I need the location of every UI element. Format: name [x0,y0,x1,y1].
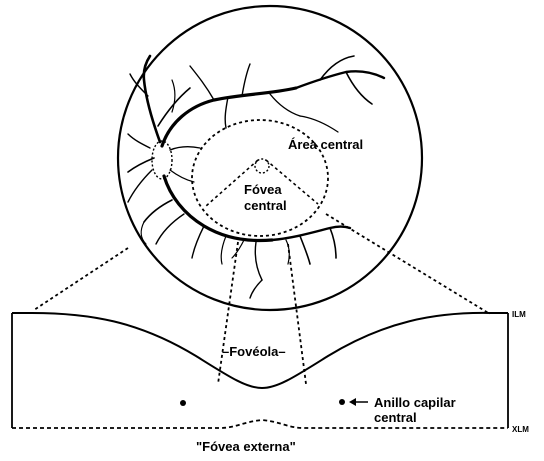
fundus-outline [118,6,422,310]
foveola-label: –Fovéola– [222,344,286,359]
projection-line-center-right [288,244,306,384]
capillary-dot-left [180,400,186,406]
ring-arrow-head [349,398,356,406]
retina-cross-section [12,313,508,428]
xlm-label: XLM [512,425,529,434]
fundus-view [118,6,422,310]
fovea-central-label-line2: central [244,198,287,213]
fovea-central-label-line1: Fóvea [244,182,282,197]
projection-line-center-left [218,242,238,384]
area-central-label: Área central [288,137,363,152]
ring-label-line1: Anillo capilar [374,395,456,410]
ilm-label: ILM [512,310,526,319]
blood-vessels [128,56,384,298]
projection-line-left [34,248,128,310]
outer-fovea-label: "Fóvea externa" [196,439,296,454]
capillary-dot-right [339,399,345,405]
ring-label-line2: central [374,410,417,425]
xlm-line [12,420,508,428]
